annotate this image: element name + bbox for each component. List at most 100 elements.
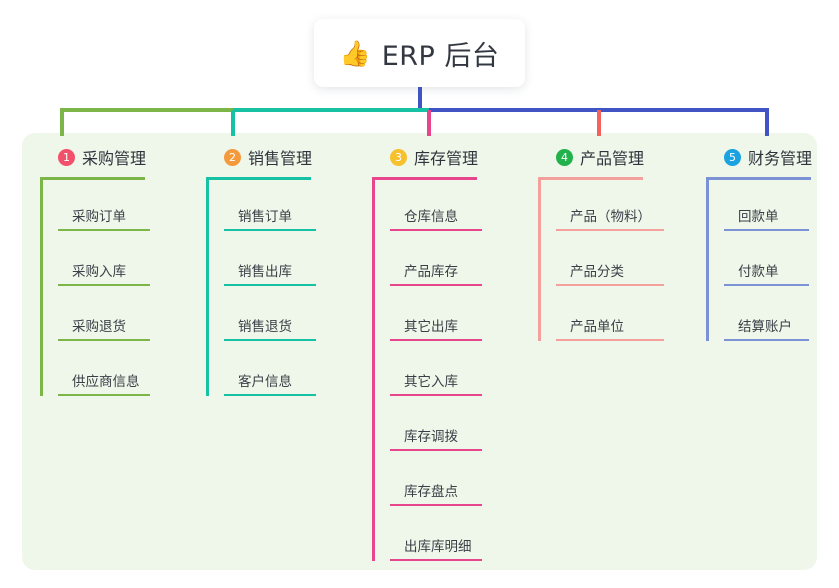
leaf-item-underline	[724, 284, 809, 286]
branch-title: 采购管理	[82, 149, 147, 168]
leaf-item[interactable]: 客户信息	[224, 345, 316, 400]
connector-drop-4	[597, 110, 601, 136]
leaf-item-underline	[724, 339, 809, 341]
leaf-item[interactable]: 产品单位	[556, 290, 664, 345]
branch-underline	[372, 177, 477, 180]
leaf-item[interactable]: 产品分类	[556, 235, 664, 290]
leaf-item[interactable]: 产品（物料）	[556, 180, 664, 235]
leaf-list: 采购订单采购入库采购退货供应商信息	[40, 180, 150, 400]
leaf-item[interactable]: 其它出库	[390, 290, 482, 345]
leaf-spine	[706, 180, 709, 341]
leaf-spine	[372, 180, 375, 561]
leaf-item-label: 其它入库	[404, 374, 458, 390]
leaf-item-label: 回款单	[738, 209, 779, 225]
connector-drop-1	[60, 110, 64, 136]
leaf-item-label: 销售退货	[238, 319, 292, 335]
branch-number-badge: 3	[390, 148, 407, 166]
leaf-item-label: 付款单	[738, 264, 779, 280]
leaf-item[interactable]: 产品库存	[390, 235, 482, 290]
leaf-item-underline	[58, 284, 150, 286]
leaf-item[interactable]: 销售出库	[224, 235, 316, 290]
leaf-item-underline	[390, 504, 482, 506]
leaf-item-label: 仓库信息	[404, 209, 458, 225]
branch-column-库存管理: 3 库存管理仓库信息产品库存其它出库其它入库库存调拨库存盘点出库库明细	[372, 146, 482, 565]
leaf-item-label: 供应商信息	[72, 374, 140, 390]
root-node-erp-backend[interactable]: 👍 ERP 后台	[314, 19, 525, 87]
leaf-item-underline	[224, 394, 316, 396]
diagram-background-panel	[22, 133, 817, 570]
leaf-item[interactable]: 采购入库	[58, 235, 150, 290]
branch-column-产品管理: 4 产品管理产品（物料） 产品分类产品单位	[538, 146, 664, 345]
branch-underline	[538, 177, 643, 180]
branch-title: 产品管理	[580, 149, 645, 168]
branch-number-badge: 4	[556, 148, 573, 166]
leaf-item-label: 产品库存	[404, 264, 458, 280]
root-stem-connector	[418, 87, 422, 112]
leaf-item[interactable]: 采购退货	[58, 290, 150, 345]
leaf-item-label: 库存盘点	[404, 484, 458, 500]
leaf-item-underline	[58, 229, 150, 231]
leaf-item[interactable]: 库存调拨	[390, 400, 482, 455]
leaf-item-label: 销售出库	[238, 264, 292, 280]
branch-underline	[706, 177, 811, 180]
leaf-list: 销售订单销售出库销售退货客户信息	[206, 180, 316, 400]
leaf-item[interactable]: 结算账户	[724, 290, 812, 345]
leaf-item-label: 销售订单	[238, 209, 292, 225]
leaf-item-underline	[58, 339, 150, 341]
leaf-item[interactable]: 回款单	[724, 180, 812, 235]
leaf-item-underline	[390, 449, 482, 451]
branch-header-产品管理[interactable]: 4 产品管理	[538, 146, 644, 168]
thumbs-up-icon: 👍	[339, 38, 371, 68]
leaf-item[interactable]: 付款单	[724, 235, 812, 290]
leaf-item-underline	[390, 339, 482, 341]
connector-bar-segment-1	[60, 108, 233, 112]
branch-column-财务管理: 5 财务管理回款单付款单结算账户	[706, 146, 812, 345]
leaf-item[interactable]: 仓库信息	[390, 180, 482, 235]
root-node-title: ERP 后台	[381, 40, 500, 72]
branch-underline	[40, 177, 145, 180]
connector-drop-3	[427, 110, 431, 136]
branch-number-badge: 1	[58, 148, 75, 166]
leaf-item-underline	[58, 394, 150, 396]
leaf-item[interactable]: 采购订单	[58, 180, 150, 235]
leaf-item-label: 采购退货	[72, 319, 126, 335]
leaf-item-underline	[390, 559, 482, 561]
branch-underline	[206, 177, 311, 180]
leaf-list: 产品（物料） 产品分类产品单位	[538, 180, 664, 345]
branch-title: 财务管理	[748, 149, 813, 168]
leaf-item[interactable]: 其它入库	[390, 345, 482, 400]
branch-header-财务管理[interactable]: 5 财务管理	[706, 146, 812, 168]
leaf-item[interactable]: 供应商信息	[58, 345, 150, 400]
leaf-item[interactable]: 库存盘点	[390, 455, 482, 510]
leaf-spine	[206, 180, 209, 396]
leaf-item-label: 出库库明细	[404, 539, 472, 555]
leaf-item-underline	[224, 339, 316, 341]
leaf-list: 仓库信息产品库存其它出库其它入库库存调拨库存盘点出库库明细	[372, 180, 482, 565]
branch-header-采购管理[interactable]: 1 采购管理	[40, 146, 146, 168]
leaf-item[interactable]: 出库库明细	[390, 510, 482, 565]
leaf-item[interactable]: 销售退货	[224, 290, 316, 345]
leaf-item-underline	[724, 229, 809, 231]
leaf-item-underline	[390, 284, 482, 286]
connector-drop-5	[765, 110, 769, 136]
leaf-item[interactable]: 销售订单	[224, 180, 316, 235]
leaf-item-label: 产品单位	[570, 319, 624, 335]
leaf-item-label: 客户信息	[238, 374, 292, 390]
leaf-list: 回款单付款单结算账户	[706, 180, 812, 345]
leaf-item-label: 结算账户	[738, 319, 792, 335]
leaf-item-label: 库存调拨	[404, 429, 458, 445]
branch-header-库存管理[interactable]: 3 库存管理	[372, 146, 478, 168]
leaf-item-underline	[556, 339, 664, 341]
connector-bar-segment-2	[233, 108, 429, 112]
branch-number-badge: 5	[724, 148, 741, 166]
leaf-item-underline	[390, 394, 482, 396]
branch-number-badge: 2	[224, 148, 241, 166]
leaf-item-label: 产品分类	[570, 264, 624, 280]
branch-title: 库存管理	[414, 149, 479, 168]
leaf-spine	[538, 180, 541, 341]
leaf-item-label: 产品（物料）	[570, 209, 651, 225]
leaf-item-label: 采购入库	[72, 264, 126, 280]
